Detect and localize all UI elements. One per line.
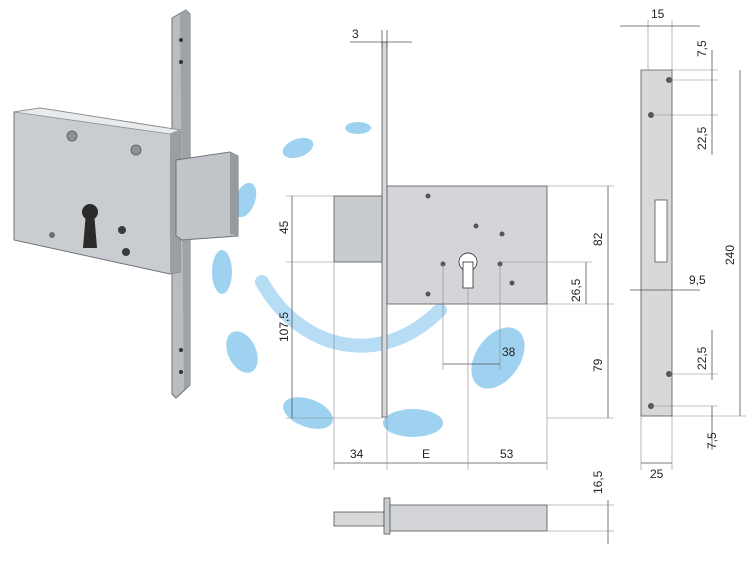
dim-label-bolt-throw: 34	[350, 447, 364, 461]
dim-label-bolt-thickness: 16,5	[591, 470, 605, 494]
dim-label-bottom-hole-offset: 7,5	[705, 432, 719, 449]
dim-label-faceplate-width: 15	[651, 7, 665, 21]
bolt-side-view	[333, 497, 614, 544]
dim-label-slot-width: 9,5	[689, 273, 706, 287]
dim-label-top-hole-offset: 7,5	[695, 40, 709, 57]
dim-label-hole-spacing-top: 22,5	[695, 126, 709, 150]
dim-label-bolt-height: 45	[277, 220, 291, 234]
dim-label-total-height: 240	[723, 245, 737, 265]
dim-label-hole-spacing-bottom: 22,5	[695, 346, 709, 370]
watermark-logo	[212, 122, 536, 437]
dim-label-cylinder-offset: 26,5	[569, 278, 583, 302]
dim-label-thickness: 3	[352, 27, 359, 41]
dim-label-case-height-top: 82	[591, 232, 605, 246]
dim-label-cylinder-spacing: 38	[502, 345, 516, 359]
front-view	[286, 30, 614, 470]
dim-label-faceplate-base: 25	[650, 467, 664, 481]
dim-label-case-height-bottom: 79	[591, 358, 605, 372]
lock-photo	[13, 9, 239, 399]
dim-label-case-depth-right: 53	[500, 447, 514, 461]
dim-label-lower-height: 107,5	[277, 312, 291, 342]
dim-label-backset: E	[422, 447, 430, 461]
faceplate-view	[620, 20, 746, 470]
